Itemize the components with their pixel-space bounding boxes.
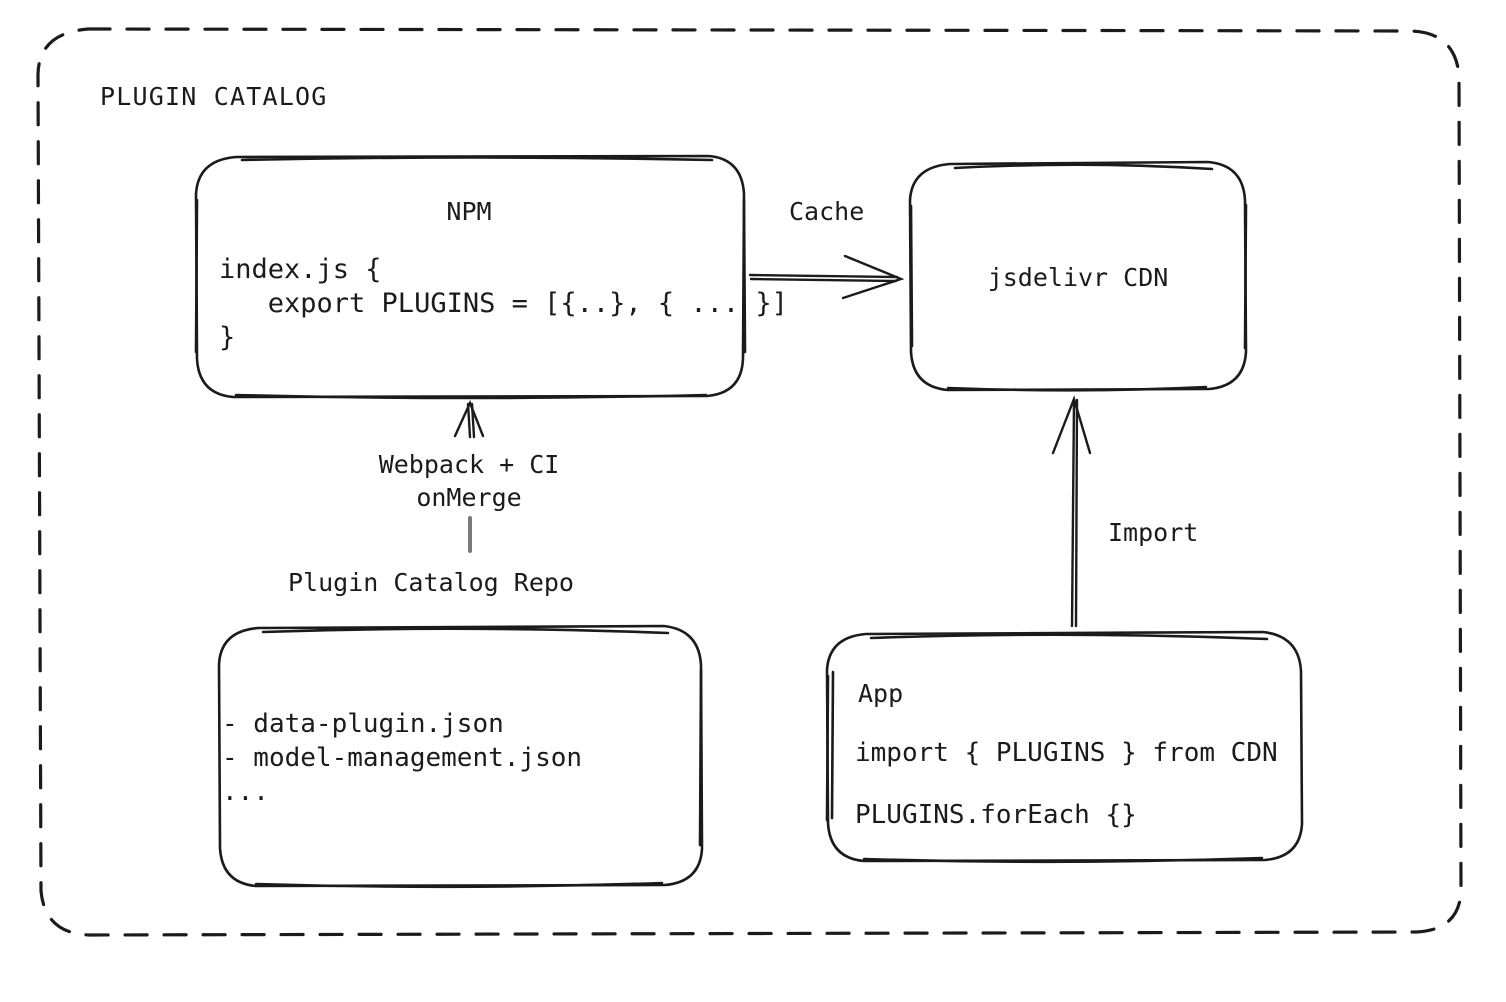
- webpack-arrow: [453, 399, 485, 439]
- import-arrow: [1051, 395, 1092, 628]
- app-node-foreach-statement: PLUGINS.forEach {}: [855, 800, 1137, 830]
- app-node-title: App: [858, 679, 904, 708]
- npm-node-title: NPM: [446, 197, 492, 226]
- page-title: PLUGIN CATALOG: [100, 82, 328, 111]
- repo-node-caption: Plugin Catalog Repo: [288, 568, 574, 597]
- app-node-import-statement: import { PLUGINS } from CDN: [855, 738, 1278, 768]
- repo-node-file-list: - data-plugin.json - model-management.js…: [222, 709, 583, 807]
- cdn-node-title: jsdelivr CDN: [987, 263, 1169, 292]
- import-edge-label: Import: [1108, 518, 1199, 547]
- webpack-edge-label: Webpack + CI onMerge: [378, 450, 560, 512]
- cache-edge-label: Cache: [789, 197, 865, 226]
- npm-node-code: index.js { export PLUGINS = [{..}, { ...…: [219, 254, 788, 353]
